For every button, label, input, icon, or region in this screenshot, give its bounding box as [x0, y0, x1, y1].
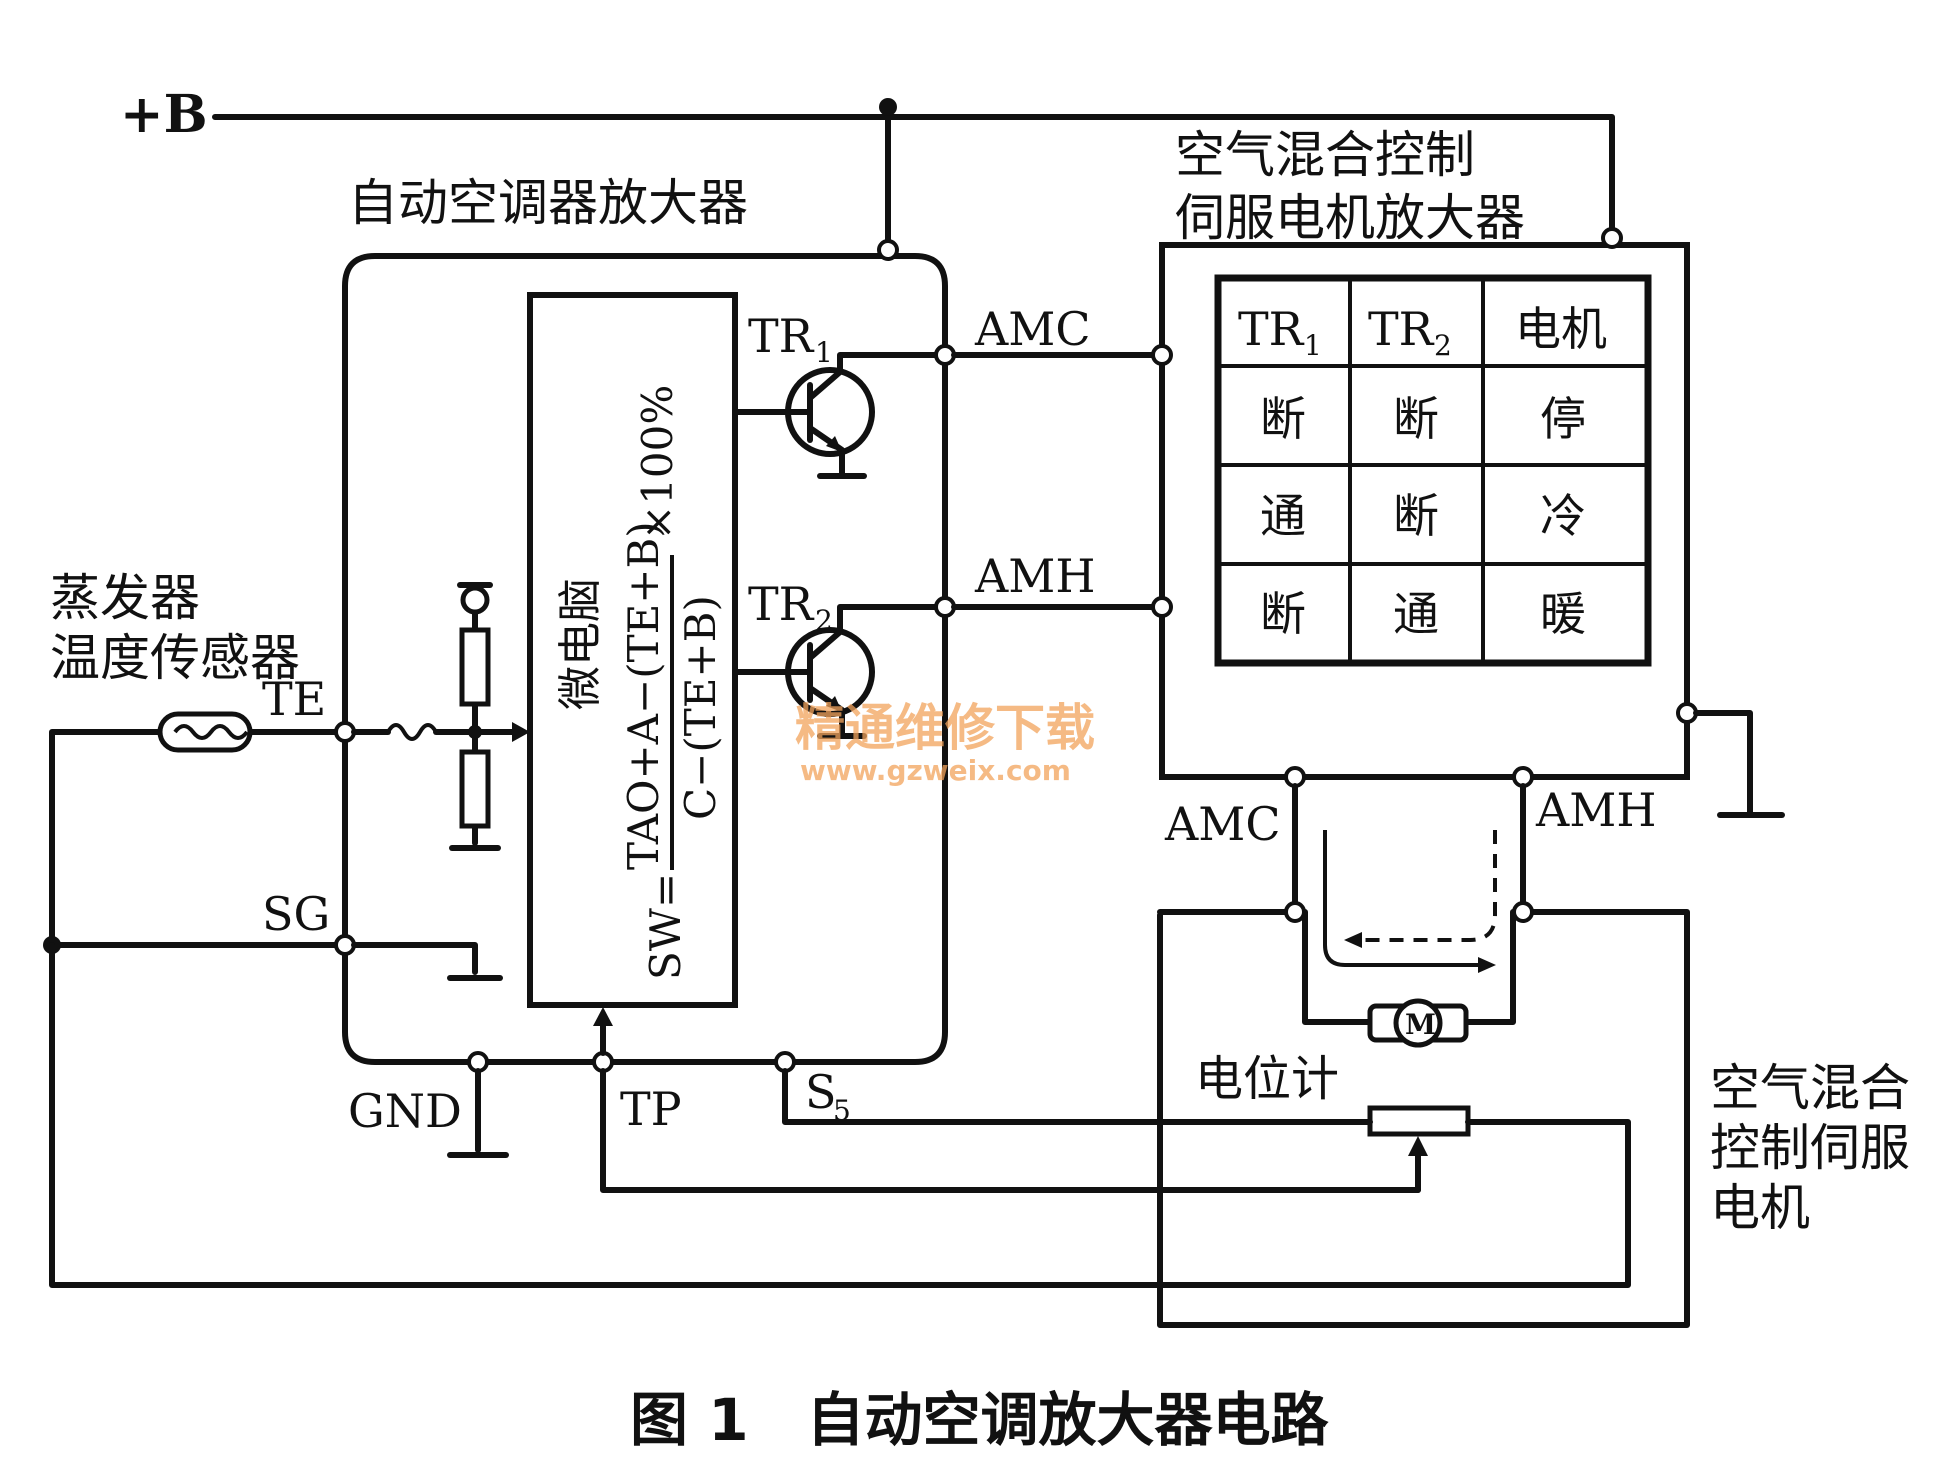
formula-multiplier: ×100% — [633, 385, 682, 540]
truth-table-frame — [1214, 274, 1652, 667]
thermistor-coil — [173, 724, 249, 740]
microcomputer-label: 微电脑 — [555, 578, 606, 710]
formula-denominator: C−(TE+B) — [676, 595, 725, 820]
formula-group: SW= TAO+A−(TE+B) C−(TE+B) ×100% — [619, 385, 725, 980]
junction-divider — [468, 725, 482, 739]
table-cell: 断 — [1260, 587, 1306, 641]
servo-motor-label-line1: 空气混合 — [1710, 1059, 1910, 1117]
te-label: TE — [262, 672, 326, 726]
divider-supply-node — [460, 585, 490, 615]
amh-lower-label: AMH — [1535, 783, 1656, 837]
node-servo-plus-b — [1601, 227, 1623, 249]
motor-icon — [1393, 998, 1443, 1048]
tp-label: TP — [620, 1082, 682, 1136]
amc-lower-label: AMC — [1164, 797, 1281, 851]
node-amplifier-plus-b — [877, 239, 899, 261]
motor-left-wire — [1302, 909, 1376, 1025]
junction-plus-b — [879, 98, 897, 116]
s5-reference-wire — [782, 1068, 1373, 1125]
table-cell: 停 — [1540, 392, 1586, 446]
servo-motor-label-line3: 电机 — [1710, 1179, 1810, 1237]
s5-subscript: 5 — [833, 1094, 851, 1127]
amplifier-title: 自动空调器放大器 — [348, 174, 748, 232]
servo-amp-title-line2: 伺服电机放大器 — [1175, 189, 1525, 247]
figure-caption: 图 1 自动空调放大器电路 — [630, 1386, 1330, 1454]
motor-label: M — [1405, 1008, 1436, 1041]
tr1-emitter-arrow — [826, 436, 842, 452]
table-header-tr2: TR — [1368, 302, 1435, 356]
tr2-emitter-wire — [807, 685, 845, 737]
tr1-label: TR — [748, 309, 815, 363]
node-servo-amh-in — [1151, 596, 1173, 618]
watermark-line2: www.gzweix.com — [800, 754, 1071, 787]
table-header-tr1: TR — [1238, 302, 1305, 356]
tp-feedback-wire — [600, 1068, 1421, 1193]
gnd-label: GND — [348, 1084, 462, 1138]
divider-resistor-bottom — [459, 749, 491, 829]
formula-numerator: TAO+A−(TE+B) — [619, 521, 668, 870]
te-inductor — [386, 723, 438, 741]
watermark-line1: 精通维修下载 — [795, 699, 1095, 757]
table-cell: 断 — [1260, 392, 1306, 446]
evap-sensor-label-line1: 蒸发器 — [50, 569, 200, 627]
te-input-arrow — [512, 722, 530, 742]
table-header-tr1-sub: 1 — [1304, 329, 1322, 362]
potentiometer-return-wire — [49, 942, 1631, 1288]
amplifier-enclosure — [342, 253, 948, 1065]
node-motor-amh — [1512, 901, 1534, 923]
node-servo-amc-in — [1151, 344, 1173, 366]
divider-resistor-top — [459, 627, 491, 707]
microcomputer-label-group: 微电脑 — [555, 578, 606, 710]
evap-sensor-label-line2: 温度传感器 — [50, 629, 300, 687]
motor-right-wire — [1460, 909, 1516, 1025]
servo-amplifier-box — [1159, 242, 1690, 780]
heating-current-arrow — [1344, 932, 1362, 948]
tp-input-arrow — [593, 1007, 613, 1026]
table-cell: 冷 — [1540, 489, 1586, 543]
table-cell: 通 — [1393, 587, 1439, 641]
table-cell: 断 — [1393, 489, 1439, 543]
potentiometer-label: 电位计 — [1195, 1051, 1339, 1107]
servo-motor-label-line2: 控制伺服 — [1710, 1119, 1910, 1177]
formula-lhs: SW= — [641, 873, 690, 980]
cooling-current-arrow — [1478, 957, 1496, 973]
tr1-collector-wire — [807, 352, 948, 401]
sensor-left-wire — [49, 729, 161, 948]
cooling-current-path — [1323, 830, 1478, 967]
sg-label: SG — [262, 887, 330, 941]
table-header-motor: 电机 — [1515, 302, 1607, 356]
plus-b-label: +B — [120, 84, 208, 145]
servo-amp-title-line1: 空气混合控制 — [1175, 126, 1475, 184]
tr1-emitter-wire — [807, 425, 845, 477]
node-motor-amc — [1284, 901, 1306, 923]
plus-b-wire — [212, 114, 1615, 236]
servo-ground-wire — [1693, 710, 1753, 818]
potentiometer-wiper-arrow — [1408, 1136, 1428, 1156]
microcomputer-box — [527, 292, 738, 1008]
s5-label: S — [805, 1065, 837, 1119]
amc-label: AMC — [974, 302, 1091, 356]
sg-ground-wire — [351, 942, 478, 975]
tr2-label: TR — [748, 577, 815, 631]
tr2-emitter-arrow — [826, 696, 842, 712]
potentiometer-resistor — [1367, 1105, 1471, 1137]
heating-current-path — [1362, 830, 1497, 942]
evap-sensor-thermistor — [157, 711, 253, 753]
amh-label: AMH — [974, 549, 1095, 603]
table-cell: 断 — [1393, 392, 1439, 446]
tr1-subscript: 1 — [815, 336, 833, 369]
table-cell: 暖 — [1540, 587, 1586, 641]
table-header-tr2-sub: 2 — [1434, 329, 1452, 362]
table-cell: 通 — [1260, 489, 1306, 543]
truth-table: TR 1 TR 2 电机 断 断 停 通 断 冷 断 通 暖 — [1214, 274, 1652, 667]
tr2-collector-wire — [807, 604, 948, 661]
